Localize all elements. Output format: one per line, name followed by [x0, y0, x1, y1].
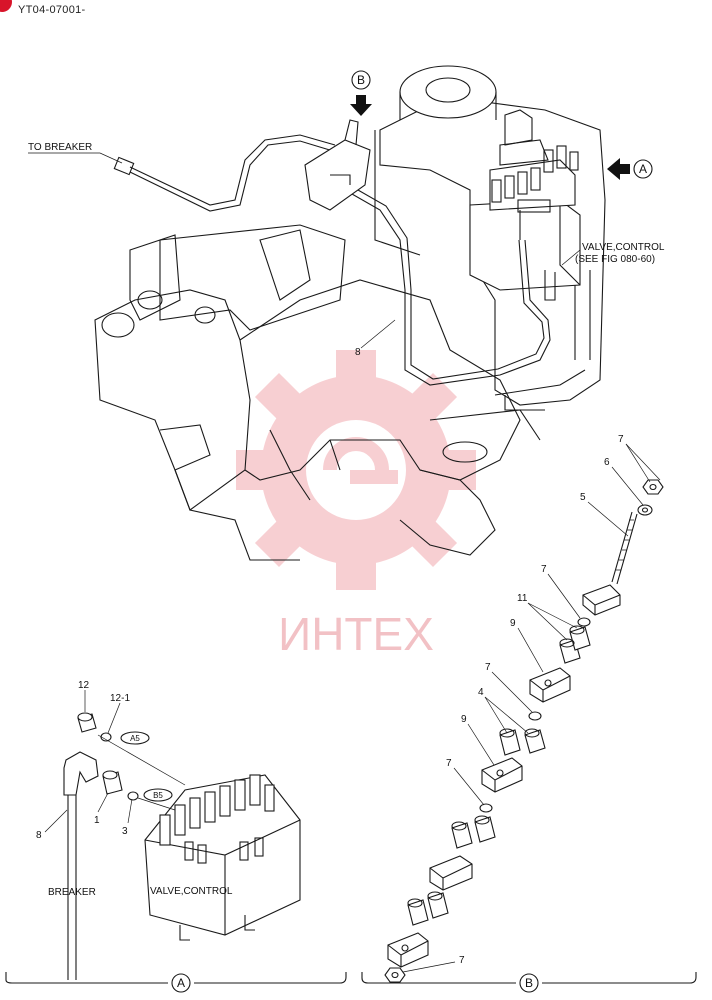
corner-marker	[0, 0, 12, 12]
part-number-4-b: 4	[478, 687, 484, 698]
part-number-6-b: 6	[604, 457, 610, 468]
detail-b-bracket: B	[361, 972, 697, 993]
part-number-9-b1: 9	[510, 618, 516, 629]
watermark-logo	[236, 350, 476, 590]
part-number-7-b5: 7	[459, 955, 465, 966]
detail-a-assembly	[44, 690, 301, 980]
detail-a-breaker-label: BREAKER	[48, 887, 96, 898]
part-number-3-a: 3	[122, 826, 128, 837]
view-b-letter: B	[357, 73, 365, 87]
part-number-7-b2: 7	[541, 564, 547, 575]
port-b5-label: B5	[153, 791, 163, 800]
detail-a-labels: 12 12-1 1 3 8 A5 B5 VALVE,CONTROL BREAKE…	[36, 680, 233, 898]
part-number-8-main: 8	[355, 347, 361, 358]
part-number-11-b: 11	[517, 593, 528, 604]
detail-a-title: A	[177, 976, 185, 990]
port-a5-label: A5	[130, 734, 140, 743]
detail-a-valve-label: VALVE,CONTROL	[150, 886, 233, 897]
part-number-12-a: 12	[78, 680, 90, 691]
view-a-marker: A	[607, 158, 653, 180]
view-b-marker: B	[350, 70, 372, 116]
part-number-7-b3: 7	[485, 662, 491, 673]
part-number-7-b1: 7	[618, 434, 624, 445]
detail-b-title: B	[525, 976, 533, 990]
detail-b-assembly	[384, 443, 664, 983]
control-valve-main	[469, 109, 581, 301]
boom-frame	[94, 224, 541, 561]
to-breaker-label: TO BREAKER	[28, 142, 92, 153]
part-number-5-b: 5	[580, 492, 586, 503]
part-number-1-a: 1	[94, 815, 100, 826]
part-number-7-b4: 7	[446, 758, 452, 769]
document-id: YT04-07001-	[18, 4, 86, 16]
valve-control-label: VALVE,CONTROL	[582, 242, 665, 253]
watermark-text: ИНТЕХ	[278, 608, 434, 660]
detail-a-bracket: A	[5, 972, 347, 993]
swing-body	[374, 65, 606, 411]
part-number-8-a: 8	[36, 830, 42, 841]
part-number-9-b2: 9	[461, 714, 467, 725]
detail-b-part-numbers: 7 6 5 7 11 9 7 4 9 7 7	[446, 434, 624, 966]
hydraulic-hose-8	[113, 119, 551, 386]
view-a-letter: A	[639, 162, 647, 176]
part-number-12-1-a: 12-1	[110, 693, 130, 704]
valve-control-ref-label: (SEE FIG 080-60)	[575, 254, 655, 265]
